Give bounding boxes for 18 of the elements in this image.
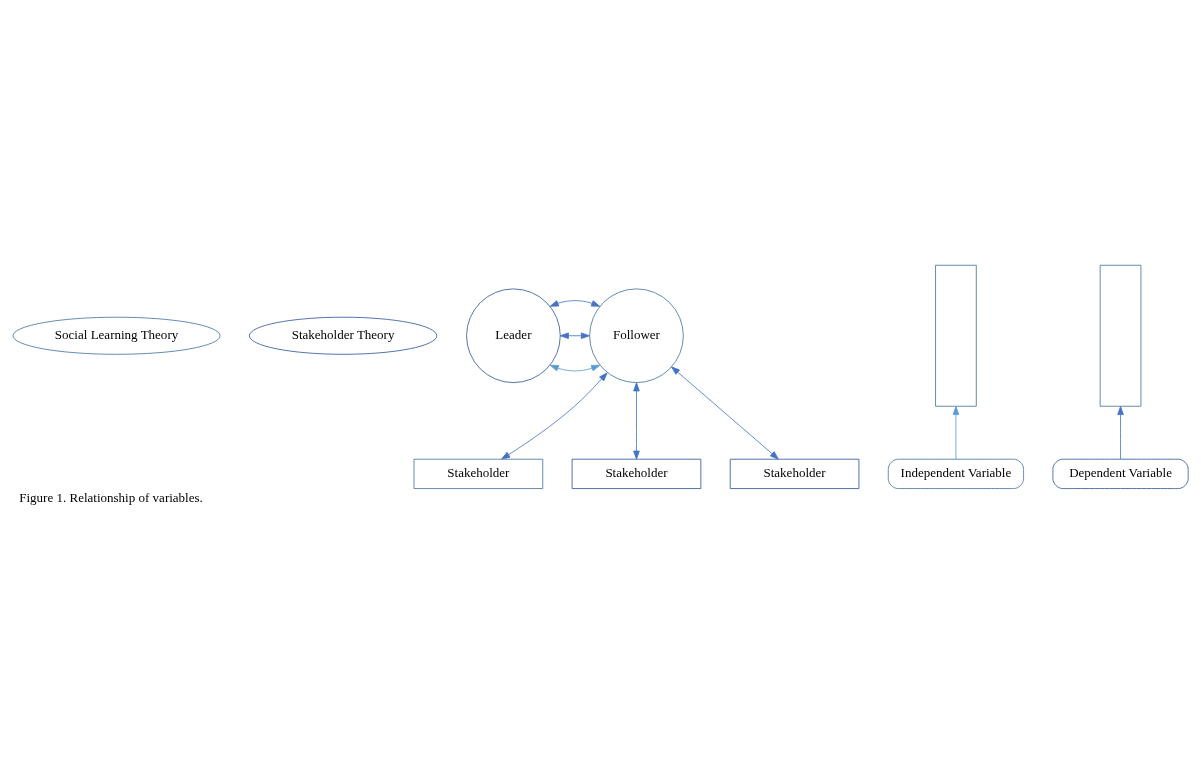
node-box [1099, 264, 1142, 407]
arrow [952, 406, 960, 460]
arrow [1117, 406, 1124, 460]
arrow [559, 332, 590, 339]
arrow [549, 364, 601, 372]
arrow [633, 382, 640, 460]
node-box: Dependent Variable [1052, 458, 1189, 489]
node-box [935, 264, 977, 407]
caption: Figure 1. Relationship of variables. [19, 490, 203, 506]
arrow [549, 300, 601, 307]
arrow [671, 366, 779, 460]
node-ellipse: Stakeholder Theory [248, 316, 438, 355]
node-box: Independent Variable [887, 458, 1024, 489]
node-box: Stakeholder [571, 458, 702, 489]
node-box: Stakeholder [413, 458, 544, 489]
arrow [501, 372, 608, 460]
node-box: Stakeholder [729, 458, 860, 489]
node-ellipse: Social Learning Theory [12, 316, 221, 355]
